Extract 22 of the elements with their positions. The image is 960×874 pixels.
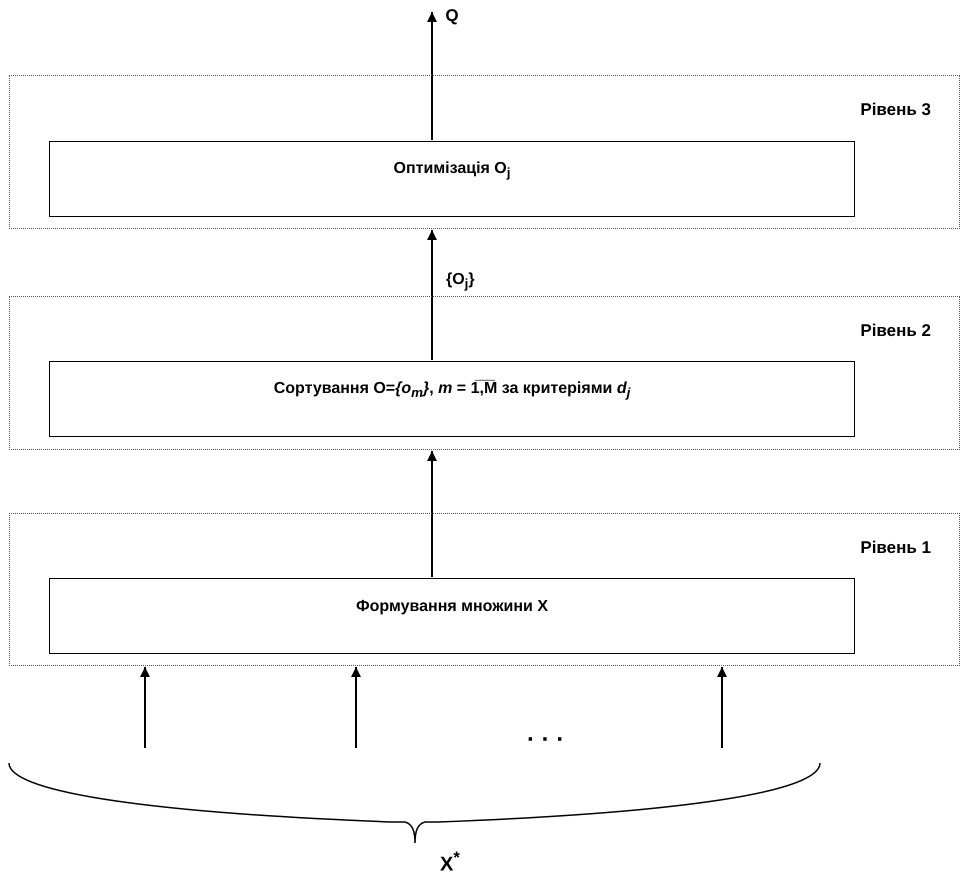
process-box bbox=[49, 361, 855, 437]
set-label: X$^{*}$ bbox=[440, 848, 460, 874]
level-band bbox=[9, 513, 960, 666]
level-label: Рівень 3 bbox=[860, 100, 931, 120]
edge-label: {O$_{j}$} bbox=[446, 271, 475, 292]
ellipsis-label: · · · bbox=[527, 726, 564, 754]
arrow bbox=[717, 667, 727, 748]
arrow bbox=[351, 667, 361, 748]
level-label: Рівень 2 bbox=[860, 321, 931, 341]
arrow bbox=[427, 12, 437, 140]
process-text: Формування множини X bbox=[356, 598, 548, 616]
level-label: Рівень 1 bbox=[860, 538, 931, 558]
level-band bbox=[9, 75, 960, 229]
arrow bbox=[140, 667, 150, 748]
level-band bbox=[9, 296, 960, 450]
process-box bbox=[49, 578, 855, 654]
process-box bbox=[49, 141, 855, 217]
arrow bbox=[427, 230, 437, 360]
output-label: Q bbox=[432, 6, 472, 34]
process-text: Сортування O={o$_{m}$}, m = 1̅,̅M̅ за критеріями d$_{j}$ bbox=[274, 380, 630, 400]
process-text: Оптимізація O$_{j}$ bbox=[394, 160, 510, 180]
arrow bbox=[427, 451, 437, 577]
